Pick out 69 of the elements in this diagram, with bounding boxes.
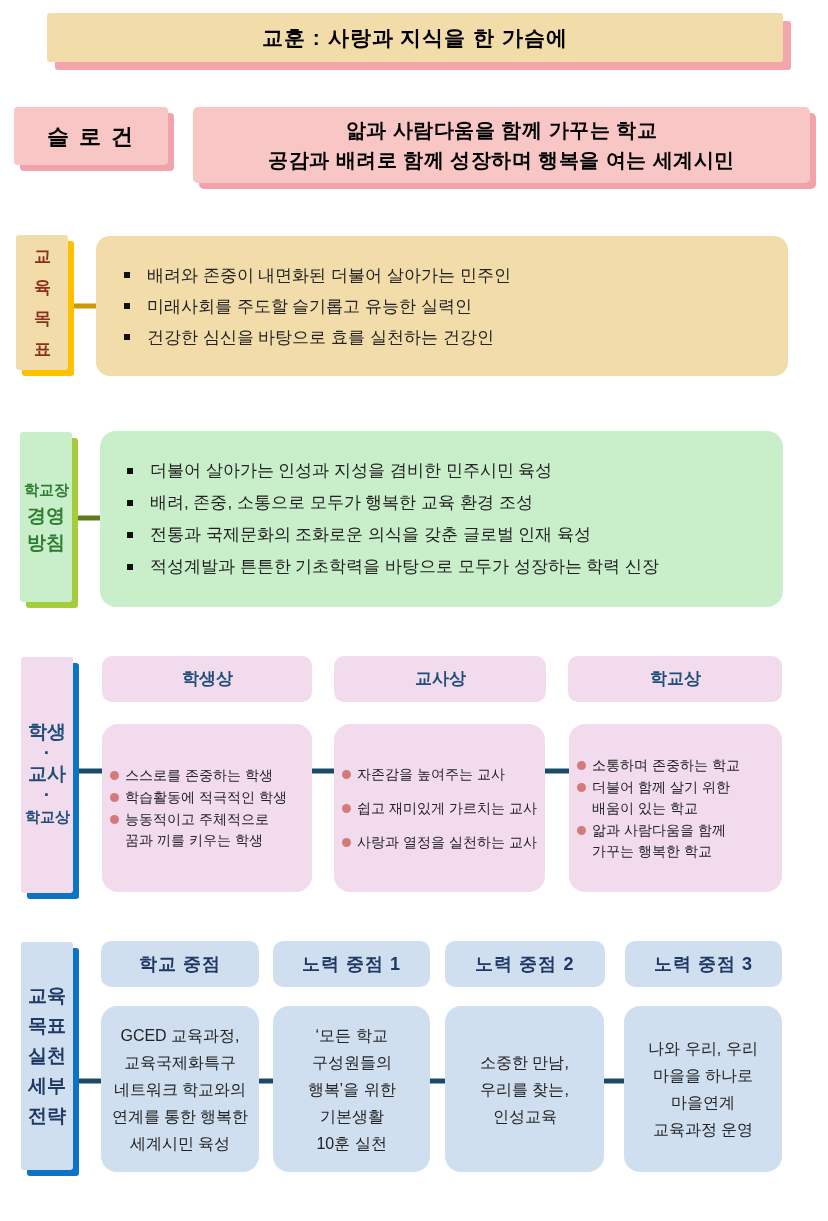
- content-box: [273, 1006, 430, 1172]
- body-text: 나와 우리, 우리 마을을 하나로 마을연계 교육과정 운영: [647, 1039, 759, 1140]
- connector-line: [79, 768, 102, 774]
- heading-text: 학교 중점: [139, 952, 221, 976]
- list-item-text: 전통과 국제문화의 조화로운 의식을 갖춘 글로벌 인재 육성: [150, 524, 592, 546]
- column-header-box: [334, 656, 546, 702]
- label-text: 슬 로 건: [46, 122, 136, 151]
- label-text: 경영 방침: [27, 504, 65, 555]
- list-item-text: 배려와 존중이 내면화된 더불어 살아가는 민주인: [147, 264, 511, 287]
- section-label-box: [20, 432, 78, 608]
- motto-banner: [47, 13, 791, 70]
- goals-box: [96, 236, 788, 376]
- section-label-box: [21, 657, 79, 899]
- list-item-text: 자존감을 높여주는 교사: [357, 764, 505, 784]
- motto-text: 교훈 : 사랑과 지식을 한 가슴에: [261, 24, 569, 51]
- content-box: [569, 724, 782, 892]
- slogan-text: 앎과 사람다움을 함께 가꾸는 학교: [345, 118, 658, 143]
- list-item-text: 쉽고 재미있게 가르치는 교사: [357, 798, 537, 818]
- slogan-box: [193, 107, 816, 189]
- content-box: [102, 724, 312, 892]
- connector-line: [259, 1078, 273, 1084]
- slogan-label-box: [14, 107, 174, 171]
- list-item-text: 배려, 존중, 소통으로 모두가 행복한 교육 환경 조성: [150, 492, 533, 514]
- policy-box: [100, 431, 783, 607]
- list-item-text: 사랑과 열정을 실천하는 교사: [357, 832, 537, 852]
- connector-line: [430, 1078, 445, 1084]
- list-item-text: 더불어 함께 살기 위한 배움이 있는 학교: [592, 777, 731, 818]
- heading-text: 노력 중점 3: [654, 952, 753, 976]
- label-text: 학교상: [24, 807, 70, 827]
- label-text: 교육 목표 실천 세부 전략: [28, 984, 66, 1128]
- body-text: ‘모든 학교 구성원들의 행복’을 위한 기본생활 10훈 실천: [306, 1025, 397, 1154]
- list-item-text: 건강한 심신을 바탕으로 효를 실천하는 건강인: [147, 326, 494, 349]
- column-header-box: [625, 941, 782, 987]
- list-item-text: 스스로를 존중하는 학생: [125, 766, 273, 785]
- heading-text: 학교상: [649, 668, 701, 691]
- content-box: [624, 1006, 782, 1172]
- content-box: [445, 1006, 604, 1172]
- connector-line: [78, 515, 100, 521]
- label-text: 교육목표: [33, 245, 51, 361]
- heading-text: 학생상: [181, 668, 233, 691]
- connector-line: [74, 303, 96, 309]
- section-label-box: [21, 942, 79, 1176]
- list-item-text: 미래사회를 주도할 슬기롭고 유능한 실력인: [147, 295, 472, 318]
- heading-text: 노력 중점 2: [475, 952, 575, 976]
- label-text: 학교장: [23, 480, 69, 500]
- slogan-text: 공감과 배려로 함께 성장하며 행복을 여는 세계시민: [268, 148, 735, 173]
- column-header-box: [445, 941, 605, 987]
- list-item-text: 적성계발과 튼튼한 기초학력을 바탕으로 모두가 성장하는 학력 신장: [150, 556, 660, 578]
- content-box: [101, 1006, 259, 1172]
- heading-text: 노력 중점 1: [302, 952, 401, 976]
- list-item-text: 학습활동에 적극적인 학생: [125, 788, 287, 807]
- body-text: GCED 교육과정, 교육국제화특구 네트워크 학교와의 연계를 통한 행복한 세계시민 육성: [110, 1025, 250, 1154]
- connector-line: [545, 768, 569, 774]
- list-item-text: 앎과 사람다움을 함께 가꾸는 행복한 학교: [592, 820, 727, 861]
- list-item-text: 더불어 살아가는 인성과 지성을 겸비한 민주시민 육성: [150, 460, 553, 482]
- section-label-box: [16, 235, 74, 376]
- column-header-box: [273, 941, 430, 987]
- content-box: [334, 724, 545, 892]
- body-text: 소중한 만남, 우리를 찾는, 인성교육: [479, 1052, 570, 1127]
- connector-line: [79, 1078, 101, 1084]
- connector-line: [604, 1078, 624, 1084]
- label-text: 학생 · 교사 ·: [28, 721, 66, 805]
- column-header-box: [102, 656, 312, 702]
- heading-text: 교사상: [414, 668, 466, 691]
- list-item-text: 능동적이고 주체적으로 꿈과 끼를 키우는 학생: [125, 810, 270, 850]
- list-item-text: 소통하며 존중하는 학교: [592, 755, 740, 775]
- column-header-box: [101, 941, 259, 987]
- connector-line: [312, 768, 334, 774]
- column-header-box: [568, 656, 782, 702]
